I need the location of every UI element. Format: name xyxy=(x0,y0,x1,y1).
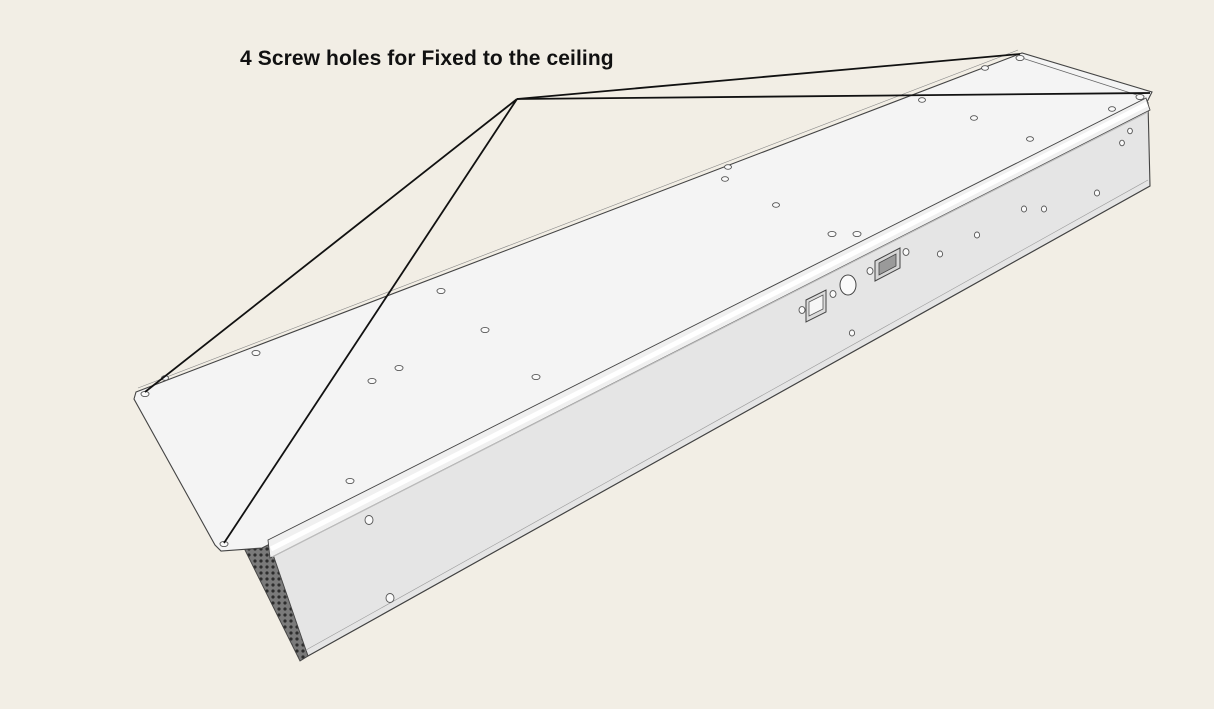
front-face-holes xyxy=(364,127,1133,603)
front-rail-shadow xyxy=(271,111,1149,558)
power-connector-icon xyxy=(798,289,837,323)
leader-line xyxy=(516,92,1151,100)
bottom-edge-inner xyxy=(305,179,1149,651)
leader-line xyxy=(144,98,518,393)
leader-line xyxy=(223,98,518,544)
front-rail-highlight xyxy=(269,101,1149,552)
top-mounting-panel xyxy=(133,52,1153,552)
bottom-edge xyxy=(307,185,1151,657)
leader-lines xyxy=(144,53,1151,544)
screw-hole xyxy=(140,390,150,398)
leader-line xyxy=(516,53,1021,100)
panel-back-edge xyxy=(137,49,1019,389)
cable-gland-hole xyxy=(839,274,857,296)
screw-holes-caption: 4 Screw holes for Fixed to the ceiling xyxy=(240,47,614,70)
network-port-icon xyxy=(866,247,910,282)
screw-hole xyxy=(1015,54,1025,62)
screw-hole xyxy=(1135,93,1145,101)
panel-thickness-edge xyxy=(1021,57,1141,97)
